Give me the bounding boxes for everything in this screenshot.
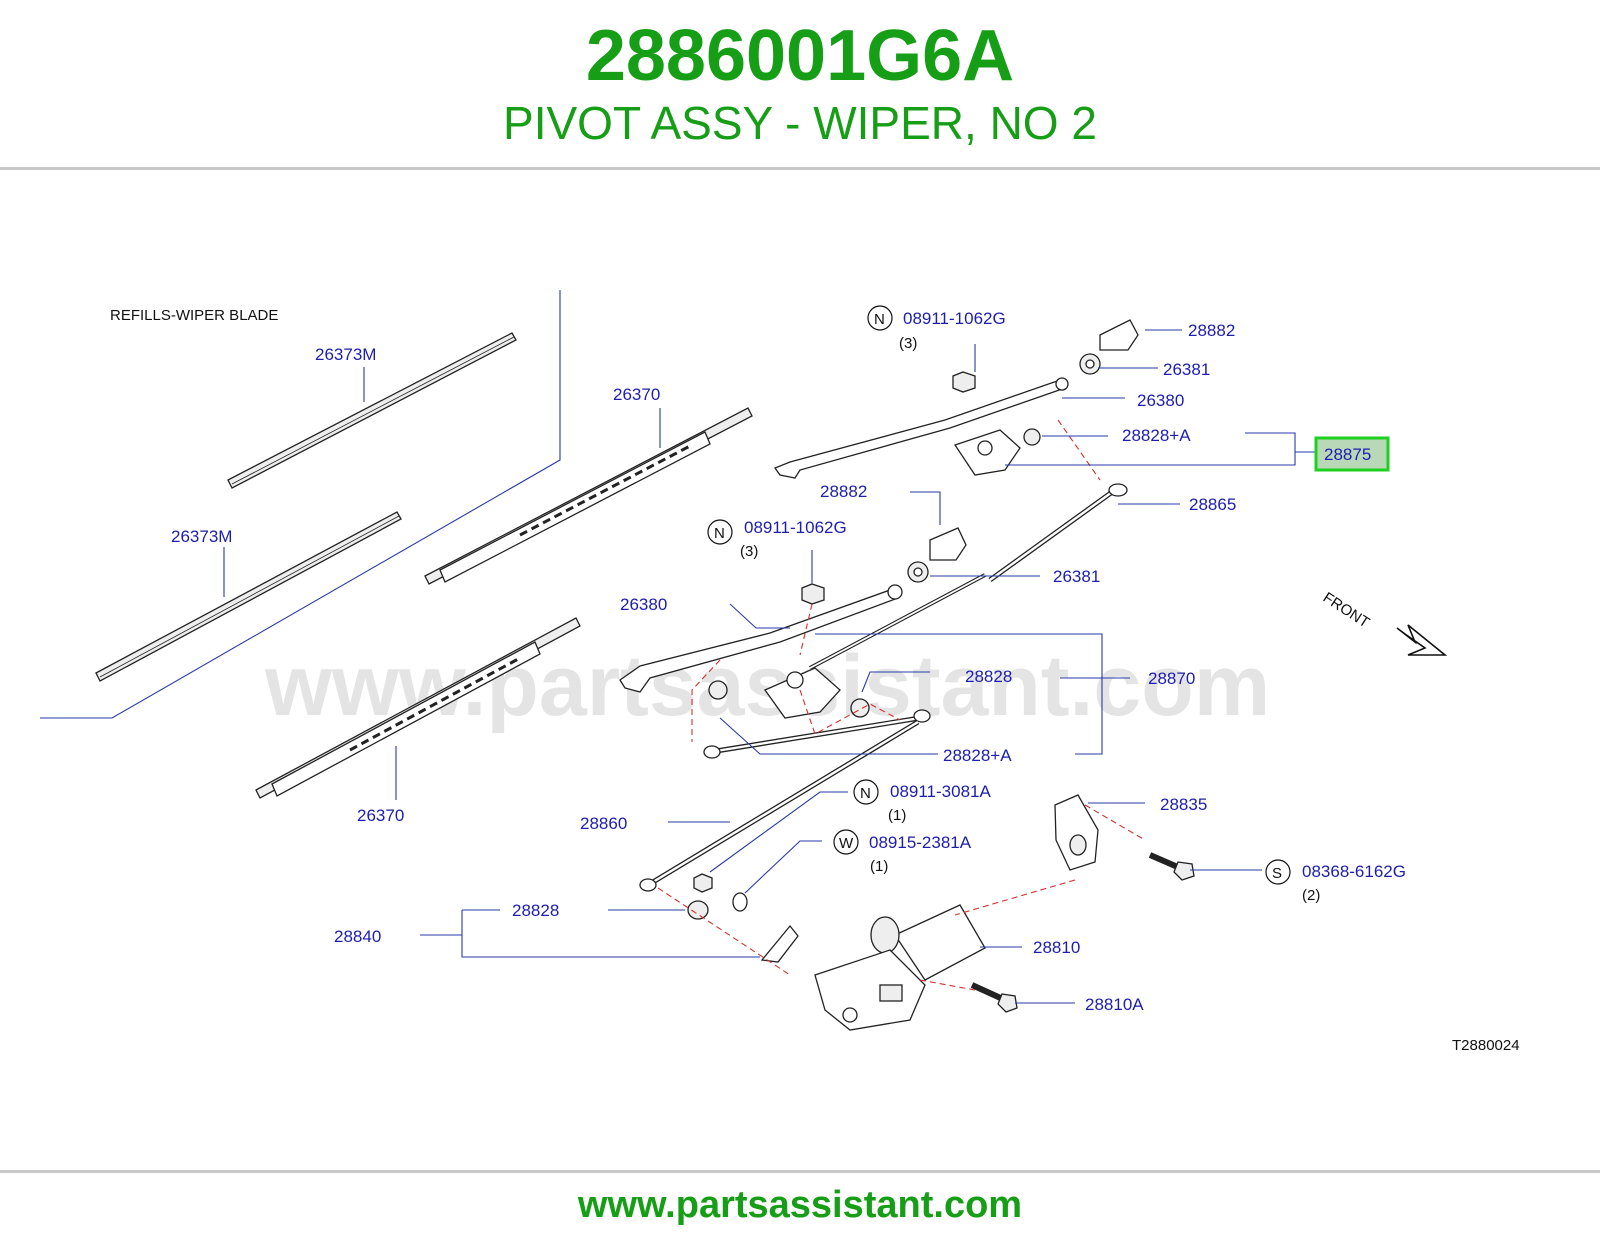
label-28860: 28860 [580,814,627,833]
label-28882-lower: 28882 [820,482,867,501]
qty-washer: (1) [870,858,888,875]
header-divider [0,167,1600,170]
svg-text:W: W [839,835,854,852]
label-28840: 28840 [334,927,381,946]
label-28875: 28875 [1324,445,1371,464]
label-28835: 28835 [1160,795,1207,814]
label-26381-lower: 26381 [1053,567,1100,586]
front-direction-indicator: FRONT [1320,589,1448,656]
label-08911-3081a: 08911-3081A [890,782,991,801]
qty-upper-nut: (3) [899,335,917,352]
nut-lower [801,583,825,605]
highlighted-part-28875[interactable]: 28875 [1314,436,1390,472]
pivot-nut-upper [1079,353,1101,375]
label-28828-lower: 28828 [965,667,1012,686]
label-26370-upper: 26370 [613,385,660,404]
label-26380-lower: 26380 [620,595,667,614]
label-08915-2381a: 08915-2381A [869,833,972,852]
label-26373m-lower: 26373M [171,527,232,546]
pivot-nut-lower [907,561,929,583]
watermark-text: www.partsassistant.com [264,638,1270,734]
footer-divider [0,1170,1600,1173]
wiper-arm-upper [773,377,1069,479]
label-28870: 28870 [1148,669,1195,688]
label-28810: 28810 [1033,938,1080,957]
pivot-cap-upper [1099,319,1139,351]
nut-upper [952,371,976,393]
wiper-blade-upper [424,407,753,585]
long-link-rod [809,573,986,670]
part-number-title: 2886001G6A [585,16,1015,96]
drive-rod-28860 [639,719,920,892]
label-26381-upper: 26381 [1163,360,1210,379]
label-28865: 28865 [1189,495,1236,514]
bushing-28828-motor [687,900,709,920]
section-title: REFILLS-WIPER BLADE [110,307,278,324]
label-08368-6162g: 08368-6162G [1302,862,1406,881]
bracket-28840 [760,924,799,963]
badge-n-lower: N [707,519,733,545]
label-26380-upper: 26380 [1137,391,1184,410]
part-name-subtitle: PIVOT ASSY - WIPER, NO 2 [503,97,1097,149]
label-08911-1062g-lower: 08911-1062G [744,518,847,537]
qty-motor-nut: (1) [888,807,906,824]
svg-text:N: N [860,785,871,802]
label-08911-1062g-upper: 08911-1062G [903,309,1006,328]
wiper-motor-28810 [814,904,986,1031]
label-28828-motor: 28828 [512,901,559,920]
refill-group-bracket [40,290,561,719]
qty-bolt: (2) [1302,887,1320,904]
wiper-link-rod-28865 [988,483,1128,583]
wiper-refill-upper [227,332,517,489]
pivot-assembly-lower [764,667,841,719]
pivot-assembly-highlighted [953,428,1041,476]
bolt-28810a [970,982,1018,1013]
front-label: FRONT [1320,589,1373,631]
bushing-pivot-lower [708,680,870,718]
qty-lower-nut: (3) [740,543,758,560]
label-26370-lower: 26370 [357,806,404,825]
badge-n-upper: N [867,305,893,331]
badge-w-washer: W [833,829,859,855]
pivot-cap-lower [929,527,967,561]
wiper-blade-lower [255,617,581,799]
front-arrow-icon [1396,624,1448,656]
wiper-refill-lower [95,511,402,682]
badge-s-bolt: S [1265,859,1291,885]
svg-text:S: S [1272,865,1282,882]
washer-08915-2381a [732,892,748,912]
svg-text:N: N [714,525,725,542]
badge-n-motor-nut: N [853,779,879,805]
label-28828a-upper: 28828+A [1122,426,1191,445]
footer-url-link[interactable]: www.partsassistant.com [577,1184,1023,1226]
drawing-code: T2880024 [1452,1037,1520,1054]
wiper-arm-lower [619,584,903,693]
svg-text:N: N [874,311,885,328]
label-28828a-lower: 28828+A [943,746,1012,765]
label-26373m-upper: 26373M [315,345,376,364]
assembly-dashed-lines [657,419,1146,991]
bolt-08368-6162g [1148,852,1195,881]
connecting-rod-28870 [703,709,931,759]
nut-08911-3081a [693,873,713,893]
leader-lines [420,329,1318,1004]
bracket-28835 [1054,794,1099,871]
label-28810a: 28810A [1085,995,1144,1014]
label-28882-upper: 28882 [1188,321,1235,340]
